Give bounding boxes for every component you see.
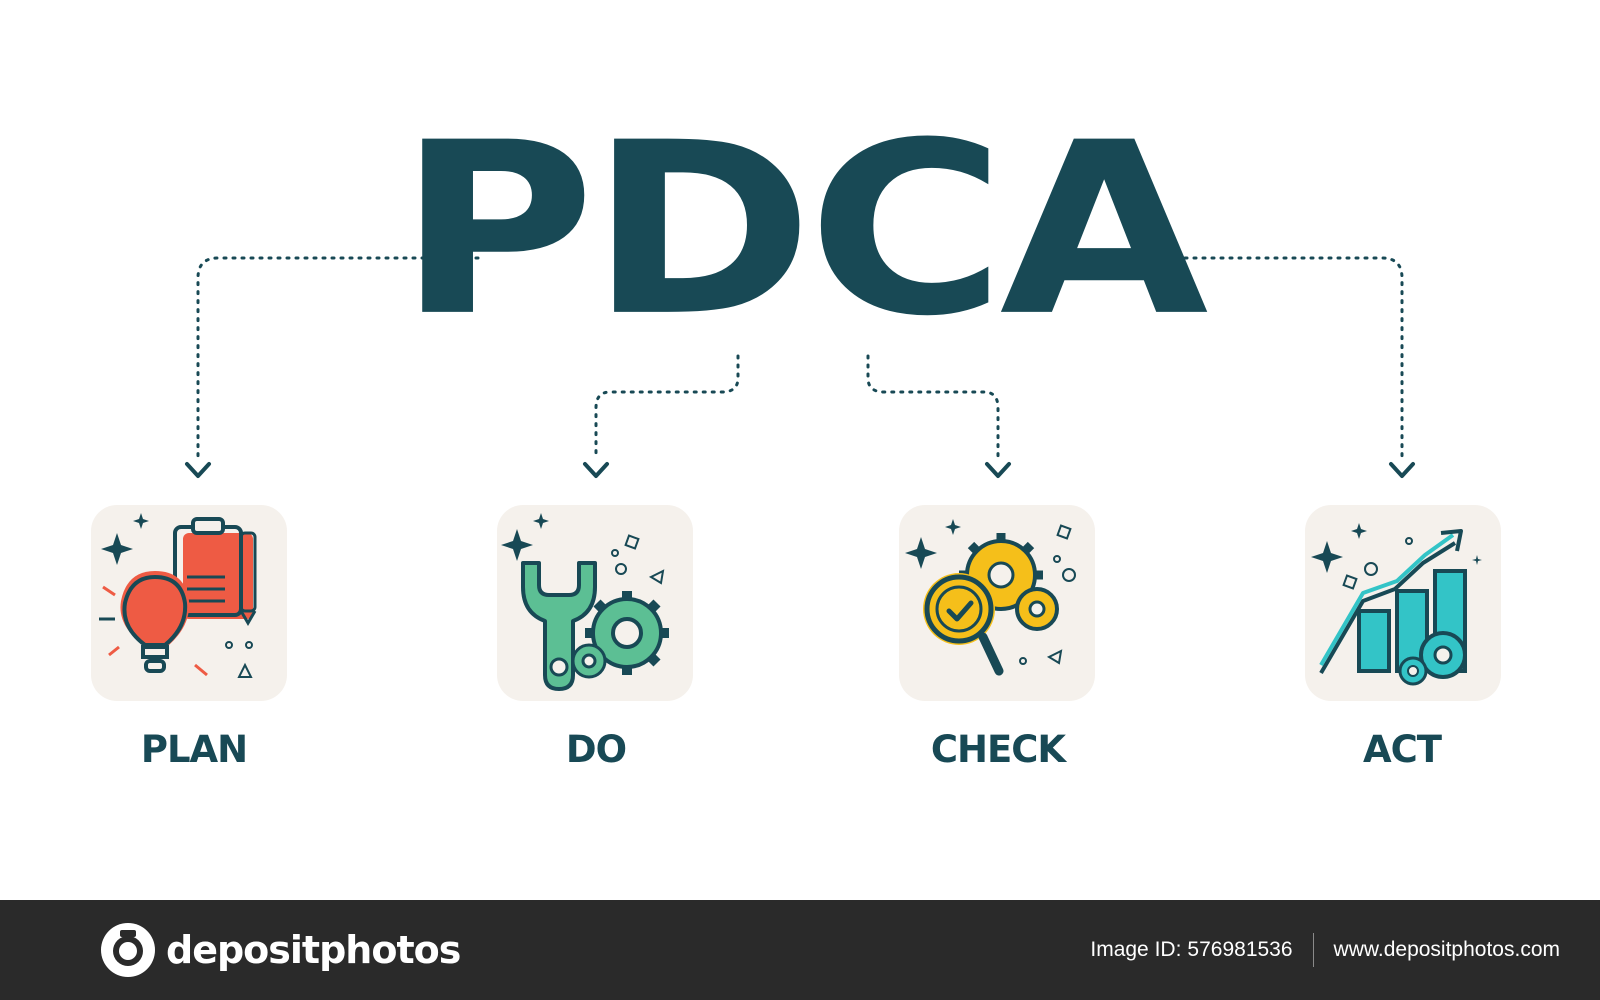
connector-plan [196, 256, 480, 460]
brand-logo[interactable]: depositphotos [100, 922, 461, 978]
connector-lines [185, 256, 1415, 478]
act-card [1305, 505, 1501, 701]
diagram-canvas: PDCA [91, 90, 1501, 771]
act-label: ACT [1362, 728, 1442, 771]
check-card [899, 505, 1095, 701]
check-label: CHECK [930, 728, 1066, 771]
diagram-title: PDCA [397, 90, 1208, 369]
arrow-down-icon [583, 462, 609, 478]
footer-bar: depositphotos Image ID: 576981536 www.de… [0, 900, 1600, 1000]
magnifier-gear-icon [905, 519, 1076, 676]
wrench-gear-icon [501, 513, 669, 691]
image-id-label: Image ID: [1090, 938, 1182, 961]
connector-act [1120, 256, 1404, 460]
arrow-down-icon [1389, 462, 1415, 478]
image-id-value: 576981536 [1187, 938, 1293, 961]
arrow-down-icon [185, 462, 211, 478]
meta-divider [1312, 933, 1314, 967]
growth-chart-icon [1311, 523, 1482, 686]
plan-label: PLAN [140, 728, 248, 771]
connector-do [594, 354, 740, 460]
do-card [497, 505, 693, 701]
camera-logo-icon [101, 923, 155, 977]
brand-name: depositphotos [166, 928, 461, 972]
website-link[interactable]: www.depositphotos.com [1333, 938, 1560, 961]
arrow-down-icon [985, 462, 1011, 478]
do-label: DO [565, 728, 627, 771]
image-meta: Image ID: 576981536 www.depositphotos.co… [1090, 930, 1560, 970]
connector-check [866, 354, 1000, 460]
plan-card [91, 505, 287, 701]
lightbulb-clipboard-icon [99, 513, 257, 678]
